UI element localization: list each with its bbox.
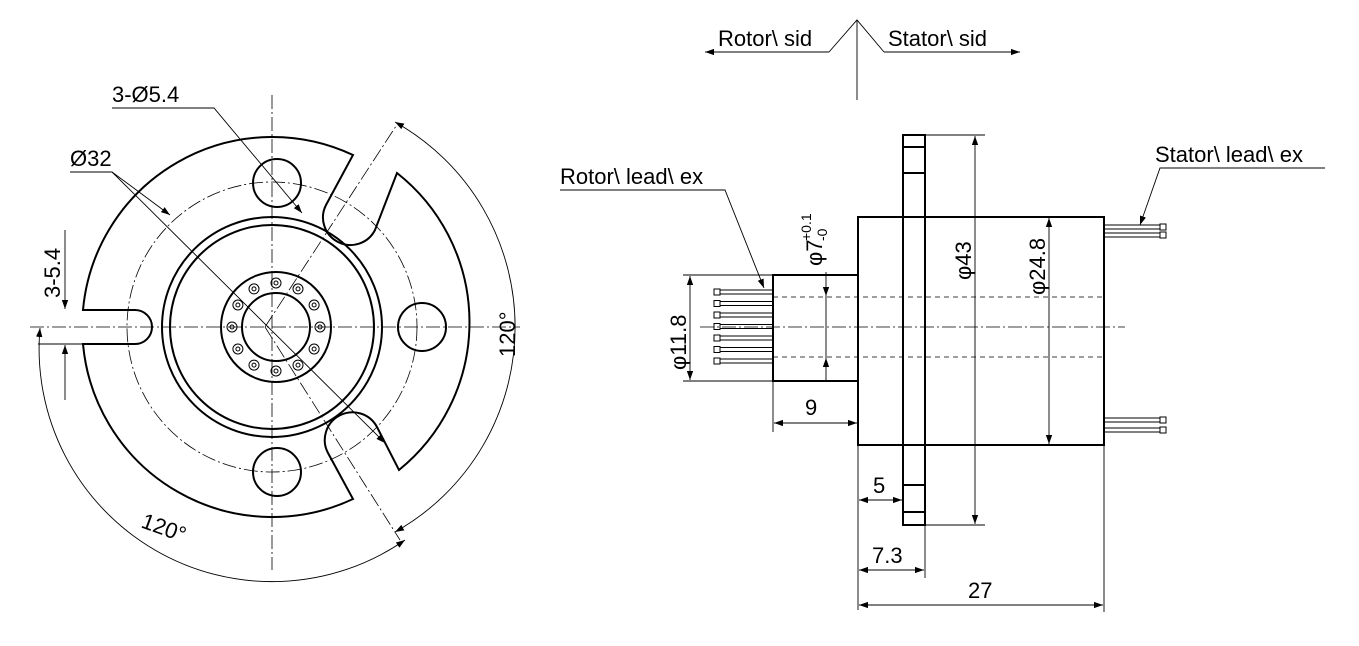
bore-tol-upper: +0.1 [798, 213, 814, 241]
contact-pin [232, 343, 244, 355]
side-split-mark [828, 19, 885, 53]
stator-wire-tip [1159, 223, 1167, 231]
stator-side-label: Stator\ sid [888, 26, 987, 51]
stator-wire-tip [1159, 416, 1167, 424]
contact-pin [248, 359, 260, 371]
hole-spec-leader [112, 107, 303, 214]
angle-arc-right [394, 121, 516, 533]
dim-27-label: 27 [968, 578, 992, 603]
stator-wire-tip [1159, 231, 1167, 239]
angle-bottom-label: 120° [138, 508, 189, 547]
diameter-label: Ø32 [70, 146, 112, 171]
stator-lead-leader [1139, 167, 1325, 226]
rotor-side-label: Rotor\ sid [718, 26, 812, 51]
front-upper-slot-axis [264, 122, 399, 328]
rotor-lead-wires [713, 288, 773, 365]
contact-pin-core [235, 302, 241, 308]
contact-pin [232, 299, 244, 311]
stator-wire-tip [1159, 426, 1167, 434]
bore-dim-label: φ7 [802, 239, 827, 266]
contact-pin-core [311, 346, 317, 352]
rotor-wire-tip [713, 357, 721, 365]
contact-pin-core [251, 362, 257, 368]
angle-arc-bottom [36, 327, 406, 583]
stator-lead-wires [1104, 223, 1167, 434]
diameter-leader-arrow [111, 171, 171, 216]
rotor-wire-tip [713, 346, 721, 353]
bore-tol-lower: -0 [814, 228, 830, 241]
contact-pin [308, 299, 320, 311]
contact-pin-core [235, 346, 241, 352]
rotor-wire-tip [713, 288, 721, 296]
dim-9-label: 9 [805, 395, 817, 420]
side-view: Rotor\ sid Stator\ sid Rotor\ lead\ ex S… [560, 19, 1325, 612]
dim-7-3-label: 7.3 [872, 543, 903, 568]
angle-right-label: 120° [495, 311, 520, 357]
rotor-wire-tip [713, 300, 721, 307]
body-dim-label: φ24.8 [1025, 238, 1050, 295]
rotor-lead-leader [560, 189, 765, 289]
contact-pin-core [251, 286, 257, 292]
diameter-leader [70, 171, 386, 444]
rotor-wire-tip [713, 334, 721, 342]
rotor-wire-tip [713, 311, 721, 319]
rotor-lead-label: Rotor\ lead\ ex [560, 164, 703, 189]
flange-dim-label: φ43 [951, 241, 976, 280]
contact-pin-core [295, 286, 301, 292]
contact-pin [292, 283, 304, 295]
contact-pin-core [273, 280, 279, 286]
slot-width-label: 3-5.4 [40, 248, 65, 298]
rotor-dim-label: φ11.8 [666, 315, 691, 370]
flange [902, 134, 926, 526]
rotor-wire-tip [713, 323, 721, 330]
front-view: 3-Ø5.4 Ø32 3-5.4 120° 120° [30, 82, 520, 583]
contact-pin [248, 283, 260, 295]
contact-pin [292, 359, 304, 371]
stator-body [857, 216, 1105, 446]
contact-pin [270, 277, 282, 289]
contact-pin-core [273, 368, 279, 374]
bore-dim-label-group: φ7 +0.1 -0 [798, 213, 830, 266]
stator-lead-label: Stator\ lead\ ex [1155, 142, 1303, 167]
contact-pin-core [295, 362, 301, 368]
hole-spec-label: 3-Ø5.4 [112, 82, 179, 107]
mounting-hole-top [252, 158, 302, 208]
contact-pin [308, 343, 320, 355]
contact-pin-core [311, 302, 317, 308]
rotor-shaft [772, 274, 859, 382]
dim-5-label: 5 [873, 473, 885, 498]
contact-pin [270, 365, 282, 377]
